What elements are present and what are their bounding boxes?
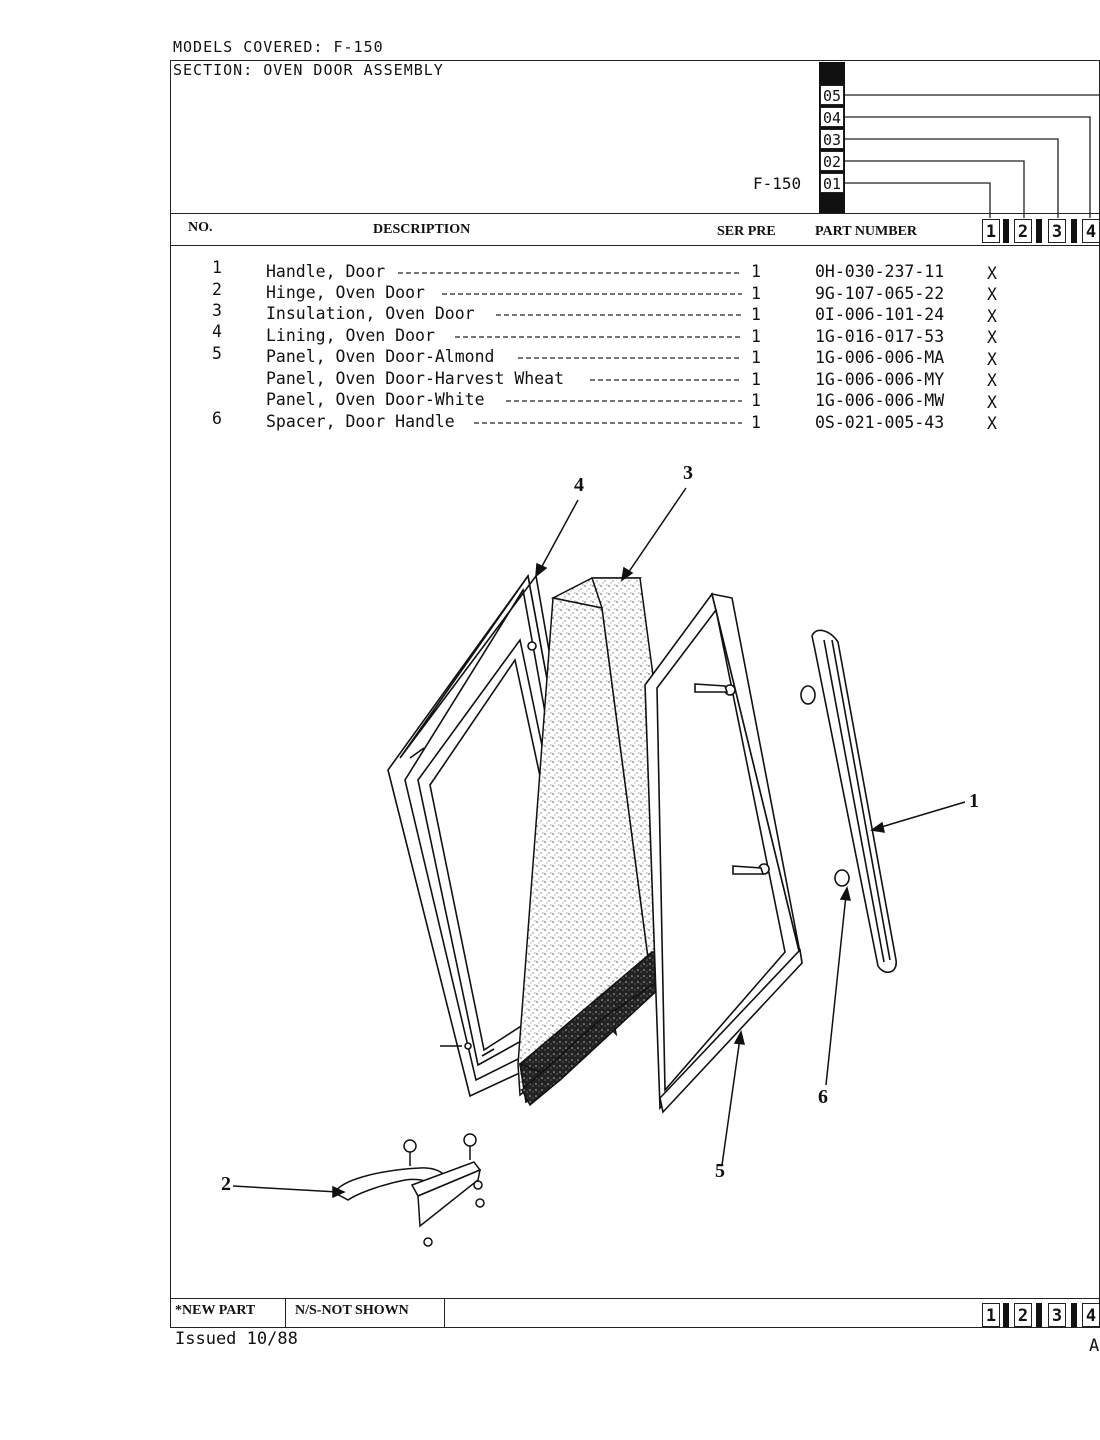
item-description: Spacer, Door Handle xyxy=(266,412,455,431)
model-col-divider xyxy=(1071,219,1077,243)
item-number: 6 xyxy=(212,409,222,428)
handle-part xyxy=(800,629,897,973)
col-ser-pre: SER PRE xyxy=(717,224,776,239)
model-col-3: 3 xyxy=(1048,219,1066,243)
item-qty: 1 xyxy=(751,305,761,324)
variant-code-03: 03 xyxy=(820,129,844,149)
variant-connector-lines xyxy=(845,94,1100,218)
item-mark: X xyxy=(987,307,997,326)
model-col-1: 1 xyxy=(982,219,1000,243)
item-qty: 1 xyxy=(751,284,761,303)
item-mark: X xyxy=(987,393,997,412)
footer-rule xyxy=(170,1298,1100,1299)
item-description: Panel, Oven Door-Harvest Wheat xyxy=(266,369,565,388)
item-mark: X xyxy=(987,371,997,390)
model-col-divider xyxy=(1003,1303,1009,1327)
hinge-part xyxy=(334,1133,485,1247)
footer-divider xyxy=(285,1298,286,1328)
item-qty: 1 xyxy=(751,370,761,389)
item-mark: X xyxy=(987,350,997,369)
model-col-divider xyxy=(1036,219,1042,243)
footer-model-col-1: 1 xyxy=(982,1303,1000,1327)
header-rule-bottom xyxy=(170,245,1100,246)
item-mark: X xyxy=(987,285,997,304)
callout-2: 2 xyxy=(221,1173,231,1195)
callout-leaders xyxy=(232,487,966,1199)
col-description: DESCRIPTION xyxy=(373,222,471,237)
not-shown-legend: N/S-NOT SHOWN xyxy=(295,1303,409,1318)
item-description: Panel, Oven Door-White xyxy=(266,390,485,409)
panel-part xyxy=(644,592,803,1114)
item-part-number: 0S-021-005-43 xyxy=(815,413,945,432)
model-col-divider xyxy=(1003,219,1009,243)
item-number: 5 xyxy=(212,344,222,363)
item-qty: 1 xyxy=(751,348,761,367)
item-part-number: 0I-006-101-24 xyxy=(815,305,945,324)
model-code: F-150 xyxy=(753,174,802,193)
model-col-divider xyxy=(1036,1303,1042,1327)
callout-3: 3 xyxy=(683,462,693,484)
variant-code-05: 05 xyxy=(820,85,844,105)
item-description: Handle, Door xyxy=(266,262,386,281)
variant-code-04: 04 xyxy=(820,107,844,127)
item-number: 4 xyxy=(212,322,222,341)
item-part-number: 1G-006-006-MW xyxy=(815,391,945,410)
item-number: 2 xyxy=(212,280,222,299)
callout-1: 1 xyxy=(969,790,979,812)
header-rule-top xyxy=(170,213,1100,214)
item-qty: 1 xyxy=(751,262,761,281)
page-letter: A xyxy=(1089,1336,1100,1356)
item-mark: X xyxy=(987,264,997,283)
issued-date: Issued 10/88 xyxy=(175,1329,298,1349)
models-covered: MODELS COVERED: F-150 xyxy=(173,38,384,56)
footer-model-col-4: 4 xyxy=(1082,1303,1100,1327)
footer-divider xyxy=(444,1298,445,1328)
item-part-number: 1G-006-006-MA xyxy=(815,348,945,367)
dot-leaders xyxy=(398,272,742,424)
col-part-number: PART NUMBER xyxy=(815,224,918,239)
item-part-number: 1G-016-017-53 xyxy=(815,327,945,346)
item-mark: X xyxy=(987,328,997,347)
item-qty: 1 xyxy=(751,391,761,410)
item-part-number: 0H-030-237-11 xyxy=(815,262,945,281)
model-col-4: 4 xyxy=(1082,219,1100,243)
item-mark: X xyxy=(987,414,997,433)
section-title: SECTION: OVEN DOOR ASSEMBLY xyxy=(173,61,444,79)
item-number: 3 xyxy=(212,301,222,320)
callout-5: 5 xyxy=(715,1160,725,1182)
variant-code-02: 02 xyxy=(820,151,844,171)
item-qty: 1 xyxy=(751,327,761,346)
item-description: Insulation, Oven Door xyxy=(266,304,475,323)
new-part-legend: *NEW PART xyxy=(175,1303,256,1318)
variant-code-01: 01 xyxy=(820,173,844,193)
item-part-number: 9G-107-065-22 xyxy=(815,284,945,303)
callout-4: 4 xyxy=(574,474,584,496)
item-qty: 1 xyxy=(751,413,761,432)
footer-model-col-3: 3 xyxy=(1048,1303,1066,1327)
model-col-2: 2 xyxy=(1014,219,1032,243)
model-col-divider xyxy=(1071,1303,1077,1327)
callout-6: 6 xyxy=(818,1086,828,1108)
item-description: Hinge, Oven Door xyxy=(266,283,425,302)
item-description: Panel, Oven Door-Almond xyxy=(266,347,495,366)
footer-model-col-2: 2 xyxy=(1014,1303,1032,1327)
exploded-diagram xyxy=(232,487,966,1247)
item-description: Lining, Oven Door xyxy=(266,326,435,345)
item-number: 1 xyxy=(212,258,222,277)
item-part-number: 1G-006-006-MY xyxy=(815,370,945,389)
col-no: NO. xyxy=(188,220,213,235)
